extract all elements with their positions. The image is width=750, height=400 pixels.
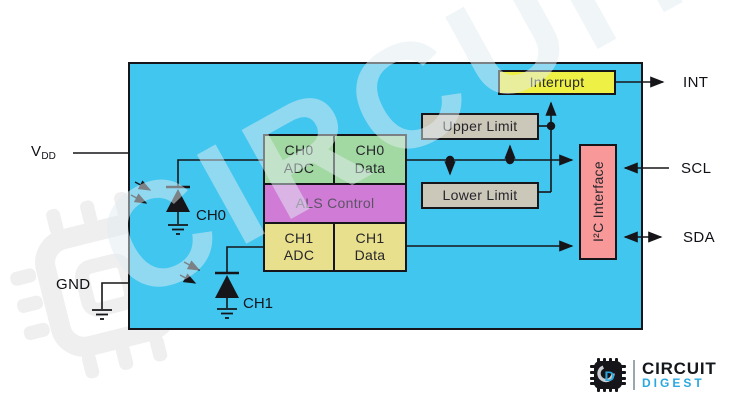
vdd-subscript-text: DD [41, 151, 56, 162]
logo-subname-text: DIGEST [642, 375, 705, 390]
block-label: CH0 [284, 142, 314, 159]
block-label: CH1 [284, 229, 314, 246]
vdd-base-text: V [31, 143, 42, 160]
pin-label-int: INT [683, 74, 709, 91]
block-label: Interrupt [529, 73, 585, 90]
block-ch1-data: CH1 Data [333, 222, 407, 272]
block-label: CH1 [355, 229, 385, 246]
pin-label-gnd: GND [56, 276, 91, 293]
photodiode-label-ch0: CH0 [196, 207, 227, 224]
block-label: Lower Limit [442, 186, 518, 203]
block-label: Data [354, 247, 386, 263]
circuitdigest-logo: D CIRCUIT DIGEST [590, 358, 717, 392]
block-label: Upper Limit [442, 117, 518, 134]
block-interrupt: Interrupt [498, 70, 616, 95]
block-i2c-interface: I²C Interface [579, 144, 617, 260]
block-label: Data [354, 159, 386, 176]
logo-divider [633, 360, 635, 390]
logo-name-text: CIRCUIT [642, 358, 717, 378]
block-label: ALS Control [295, 194, 375, 211]
circuitdigest-chip-icon: D [590, 358, 626, 392]
block-label: CH0 [355, 142, 385, 159]
block-label: ADC [283, 159, 315, 176]
block-upper-limit: Upper Limit [421, 113, 539, 140]
block-ch1-adc: CH1 ADC [263, 222, 335, 272]
block-label: ADC [283, 247, 315, 263]
logo-monogram: D [604, 368, 614, 384]
photodiode-label-ch1: CH1 [243, 295, 274, 312]
block-als-control: ALS Control [263, 183, 407, 224]
block-ch0-data: CH0 Data [333, 134, 407, 185]
block-ch0-adc: CH0 ADC [263, 134, 335, 185]
chip-watermark [10, 191, 204, 379]
block-label: I²C Interface [589, 161, 606, 243]
block-lower-limit: Lower Limit [421, 182, 539, 209]
pin-label-sda: SDA [683, 229, 716, 246]
pin-label-vdd: VDD [31, 143, 56, 162]
pin-label-scl: SCL [681, 160, 712, 177]
logo-text: CIRCUIT DIGEST [642, 360, 717, 391]
